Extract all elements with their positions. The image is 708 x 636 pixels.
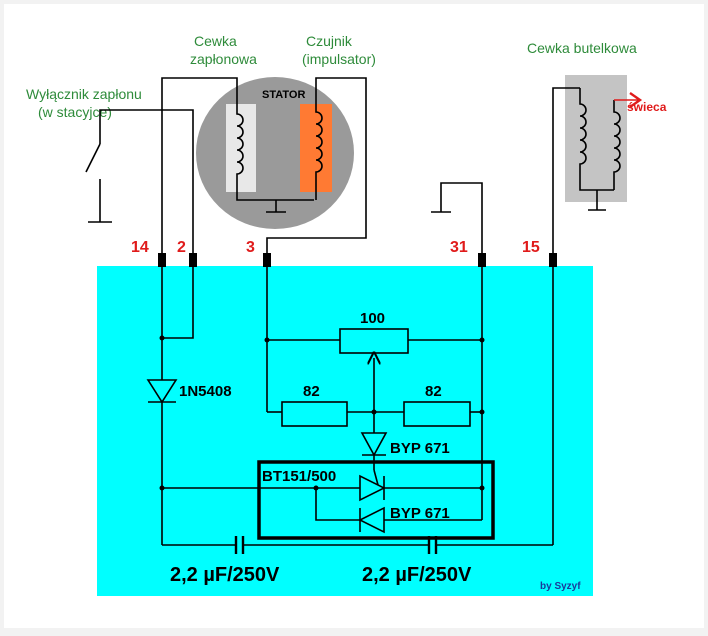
pin-3-label: 3 [246,239,255,256]
diode-byp-bottom-label: BYP 671 [390,505,450,522]
bottle-coil: świeca [565,75,667,211]
resistor-82-left [281,401,348,427]
stator-label: STATOR [262,89,305,101]
bottle-coil-label: Cewka butelkowa [527,40,637,56]
junction-dots [159,335,485,491]
resistor-right-label: 82 [425,383,442,400]
sensor-sublabel: (impulsator) [302,51,376,67]
ignition-switch-symbol [85,128,112,223]
ignition-switch-sublabel: (w stacyjce) [38,104,112,120]
ignition-coil-sublabel: zapłonowa [190,51,257,67]
thyristor-assembly-box [257,460,495,540]
module-board [97,266,593,596]
capacitor-2-label: 2,2 µF/250V [362,564,472,586]
diode-1n5408-label: 1N5408 [179,383,232,400]
stator: STATOR [196,77,354,229]
diode-byp-top-label: BYP 671 [390,440,450,457]
pin-31-label: 31 [450,239,468,256]
sensor-label: Czujnik [306,33,353,49]
ignition-coil-label: Cewka [194,33,237,49]
credit-label: by Syzyf [540,581,581,592]
resistor-82-right [403,401,471,427]
pin-15-label: 15 [522,239,540,256]
ignition-switch-label: Wyłącznik zapłonu [26,86,142,102]
resistor-left-label: 82 [303,383,320,400]
potentiometer-label: 100 [360,310,385,327]
capacitor-1-label: 2,2 µF/250V [170,564,280,586]
spark-plug-label: świeca [627,100,667,114]
pin-2-label: 2 [177,239,186,256]
pin-14-label: 14 [131,239,149,256]
thyristor-label: BT151/500 [262,468,336,485]
